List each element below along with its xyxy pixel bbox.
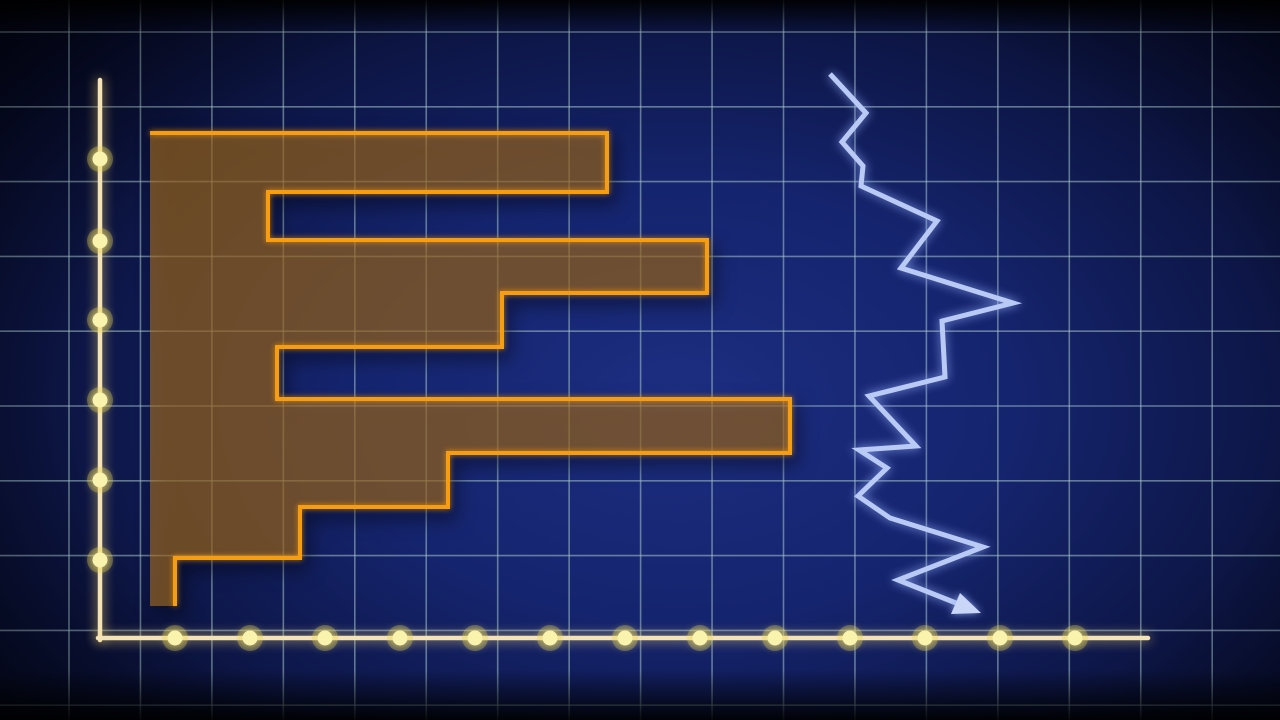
- axis-dot: [692, 630, 708, 646]
- trend-line: [828, 72, 1023, 606]
- bar-series: [150, 131, 792, 606]
- axis-dot: [317, 630, 333, 646]
- axis-dot: [92, 312, 108, 328]
- arrowhead-icon: [951, 593, 981, 614]
- axis-dot: [917, 630, 933, 646]
- axis-dot: [242, 630, 258, 646]
- axis-dot: [92, 233, 108, 249]
- axis-dot: [542, 630, 558, 646]
- axis-dot: [167, 630, 183, 646]
- bar-shape-outline: [150, 131, 792, 606]
- axis-dot: [767, 630, 783, 646]
- axis-dot: [992, 630, 1008, 646]
- axis-dot: [842, 630, 858, 646]
- bar-shape-fill: [150, 133, 790, 606]
- trend-line-group: [828, 72, 1023, 614]
- axis-dot: [617, 630, 633, 646]
- axis-dot: [1067, 630, 1083, 646]
- axis-dot: [92, 472, 108, 488]
- axis-dot: [467, 630, 483, 646]
- axis-dot: [92, 151, 108, 167]
- axis-dot: [92, 552, 108, 568]
- axis-dot: [92, 392, 108, 408]
- axis-dot: [392, 630, 408, 646]
- axes-group: [87, 77, 1151, 651]
